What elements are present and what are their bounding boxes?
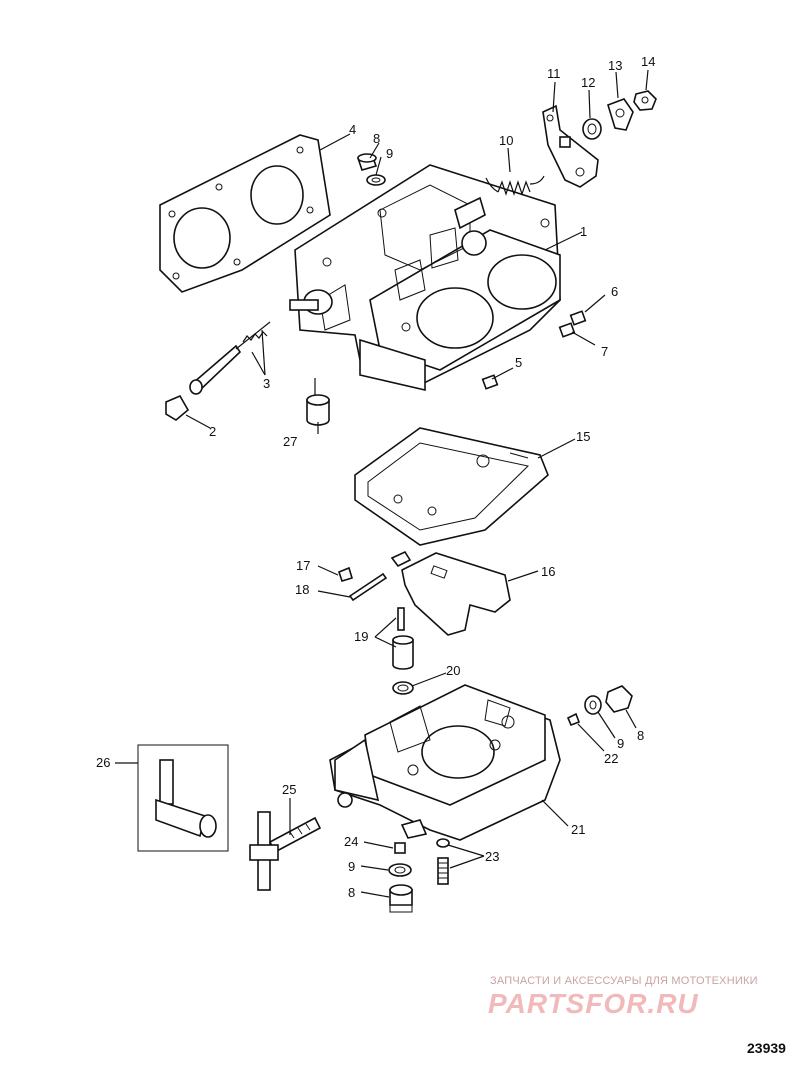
bushing-part-27 xyxy=(306,378,330,426)
watermark-tagline: ЗАПЧАСТИ И АКСЕССУАРЫ ДЛЯ МОТОТЕХНИКИ xyxy=(490,975,758,987)
callout-12: 12 xyxy=(581,75,595,90)
callout-23: 23 xyxy=(485,849,499,864)
callout-26: 26 xyxy=(96,755,110,770)
callout-3: 3 xyxy=(263,376,270,391)
screw-part-7 xyxy=(558,322,576,338)
carburetor-body-part-1 xyxy=(289,164,561,392)
washer-part-20 xyxy=(392,681,414,695)
nut-part-14 xyxy=(633,90,657,111)
spring-part-10 xyxy=(485,175,545,196)
screws-part-23 xyxy=(436,838,450,885)
washer-part-12 xyxy=(582,118,602,140)
float-bowl-part-21 xyxy=(329,684,561,841)
callout-8-top: 8 xyxy=(373,131,380,146)
needle-seat-part-19 xyxy=(392,607,414,670)
callout-16: 16 xyxy=(541,564,555,579)
washer-part-9-bottom xyxy=(388,863,412,877)
tab-washer-part-13 xyxy=(607,98,634,131)
float-part-16 xyxy=(390,550,511,636)
callout-9-top: 9 xyxy=(386,146,393,161)
callout-4: 4 xyxy=(349,122,356,137)
leader-lines xyxy=(115,69,649,898)
callout-6: 6 xyxy=(611,284,618,299)
callout-9-bottom: 9 xyxy=(348,859,355,874)
callout-9-right: 9 xyxy=(617,736,624,751)
callout-24: 24 xyxy=(344,834,358,849)
screw-part-6 xyxy=(569,310,587,326)
callout-25: 25 xyxy=(282,782,296,797)
fitting-part-25 xyxy=(249,811,322,891)
lever-part-11 xyxy=(542,104,599,188)
screw-part-22 xyxy=(566,712,581,727)
callout-7: 7 xyxy=(601,344,608,359)
washer-part-9-top xyxy=(366,174,386,186)
clip-part-17 xyxy=(338,566,353,582)
plug-part-8-bottom xyxy=(389,884,413,913)
callout-22: 22 xyxy=(604,751,618,766)
watermark-logo: PARTSFOR.RU xyxy=(488,988,699,1019)
callout-8-right: 8 xyxy=(637,728,644,743)
gasket-part-4 xyxy=(159,134,331,293)
callout-20: 20 xyxy=(446,663,460,678)
washer-part-9-right xyxy=(584,695,602,715)
pin-part-18 xyxy=(348,572,388,602)
callout-27: 27 xyxy=(283,434,297,449)
figure-number: 23939 xyxy=(747,1040,786,1056)
cap-nut-part-2 xyxy=(165,394,190,421)
callout-17: 17 xyxy=(296,558,310,573)
callout-15: 15 xyxy=(576,429,590,444)
gasket-part-15 xyxy=(354,427,549,546)
callout-8-bottom: 8 xyxy=(348,885,355,900)
callout-1: 1 xyxy=(580,224,587,239)
callout-18: 18 xyxy=(295,582,309,597)
plug-part-8-top xyxy=(356,153,378,171)
callout-19: 19 xyxy=(354,629,368,644)
elbow-fitting-part-26 xyxy=(137,744,229,852)
callout-14: 14 xyxy=(641,54,655,69)
callout-5: 5 xyxy=(515,355,522,370)
callout-11: 11 xyxy=(547,66,561,81)
callout-2: 2 xyxy=(209,424,216,439)
needle-valve-part-3 xyxy=(189,321,271,395)
callout-13: 13 xyxy=(608,58,622,73)
screw-part-24 xyxy=(394,842,406,854)
callout-21: 21 xyxy=(571,822,585,837)
callout-labels: 1 2 3 4 5 6 7 8 9 10 11 12 13 14 15 16 1… xyxy=(96,54,655,900)
callout-10: 10 xyxy=(499,133,513,148)
plug-part-8-right xyxy=(605,685,633,713)
